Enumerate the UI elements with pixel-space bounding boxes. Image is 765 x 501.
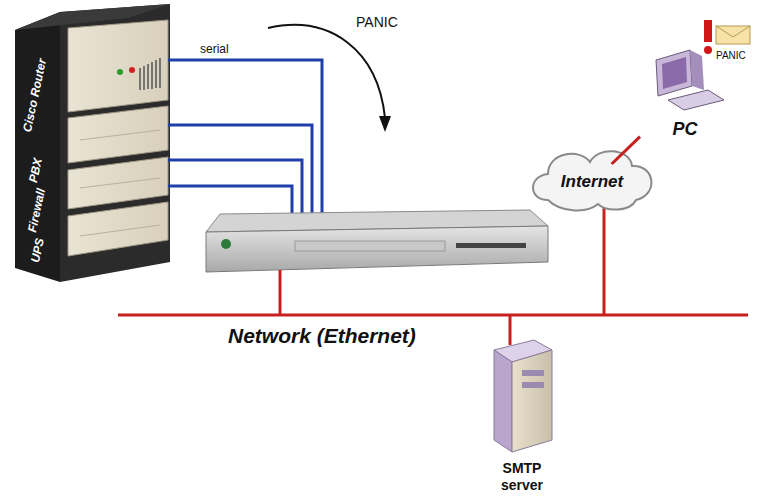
network-link <box>612 137 640 164</box>
cloud-node: Internet <box>540 164 644 202</box>
panic-arrow <box>268 25 391 132</box>
internet-cloud <box>533 151 651 210</box>
node-label: PC <box>640 119 730 140</box>
alert-label: PANIC <box>716 50 746 61</box>
console-server <box>206 210 548 272</box>
smtp-server-icon <box>494 340 552 452</box>
equipment-rack <box>15 4 170 282</box>
node-label: Internet <box>540 172 644 192</box>
pc-icon <box>656 50 724 110</box>
cable-label: serial <box>200 42 229 56</box>
server-node: SMTP server <box>470 336 574 496</box>
node-label: SMTP server <box>487 460 557 494</box>
network-label: Network (Ethernet) <box>228 324 416 348</box>
panic-alert-icon <box>704 20 750 54</box>
event-label: PANIC <box>356 14 398 30</box>
serial-cables <box>168 60 322 218</box>
ethernet-bus <box>118 206 748 345</box>
